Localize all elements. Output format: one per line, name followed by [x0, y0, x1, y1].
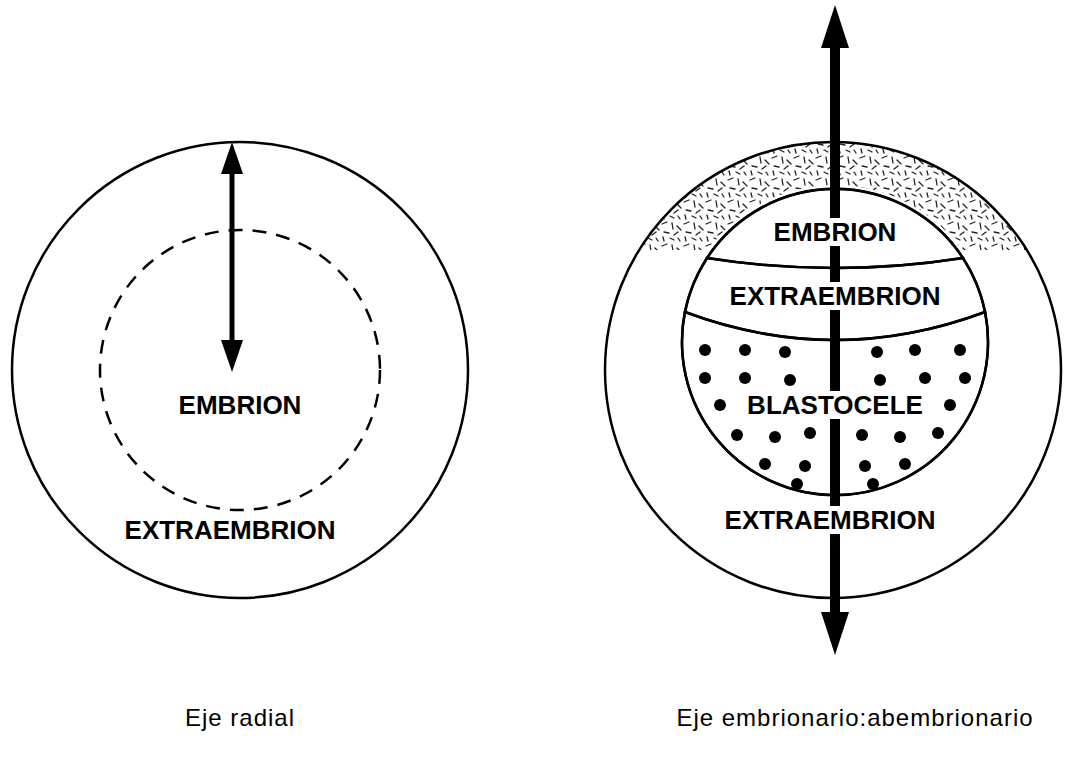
outer-circle: EXTRAEMBRION EMBRION — [12, 142, 468, 598]
region-label: EXTRAEMBRION — [722, 506, 939, 534]
embryo-cap: EMBRION — [680, 186, 992, 276]
embryo-region: EMBRION — [100, 230, 380, 510]
node-outline — [100, 230, 380, 510]
radial-axis-arrow — [221, 142, 243, 372]
axis-caption: Eje radial — [185, 705, 295, 731]
outer-circle: EXTRAEMBRION EMBRION EXTRAEMBRION BLASTOCEL… — [605, 142, 1061, 598]
region-label: EMBRION — [771, 218, 900, 246]
axis-caption: Eje embrionario:abembrionario — [676, 705, 1033, 731]
region-label: EXTRAEMBRION — [727, 282, 944, 310]
extraembryo-band: EXTRAEMBRION — [680, 254, 992, 346]
region-label: EXTRAEMBRION — [122, 516, 339, 544]
embryonic-axis-arrow — [821, 5, 849, 655]
region-label: BLASTOCELE — [744, 391, 926, 419]
region-label: EMBRION — [176, 391, 305, 419]
blastocele-region: BLASTOCELE — [680, 308, 992, 500]
